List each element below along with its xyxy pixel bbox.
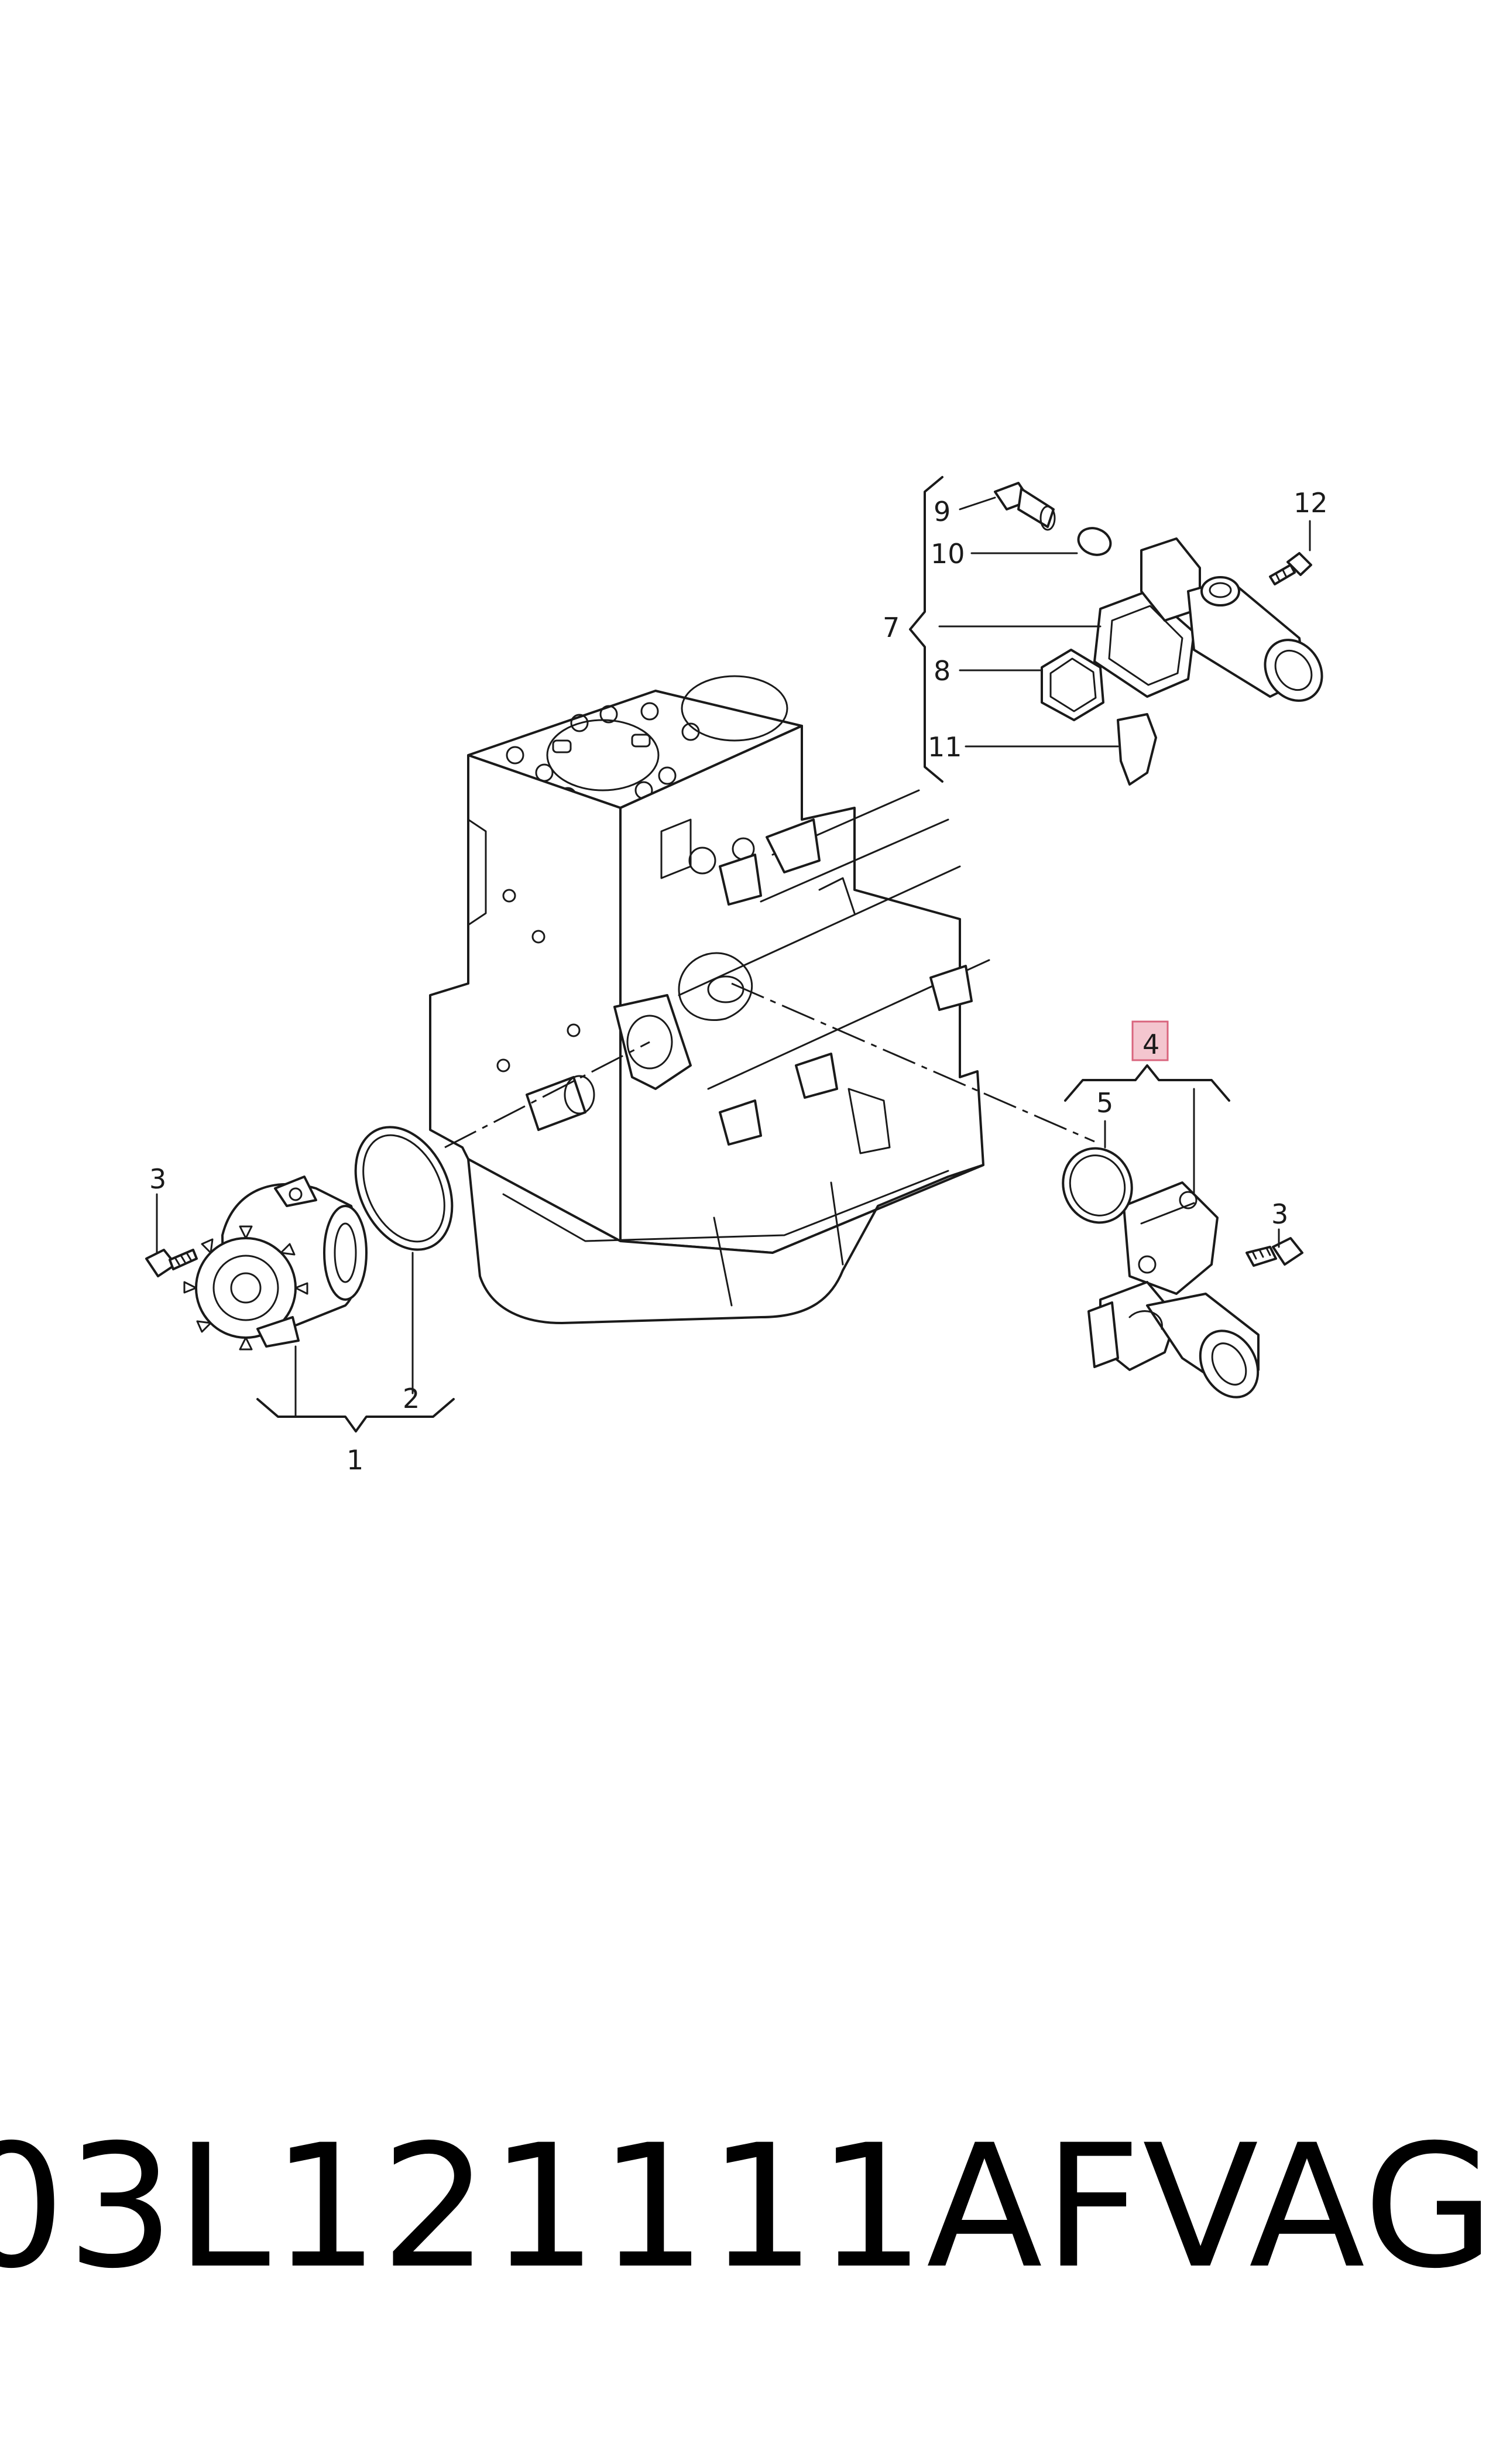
bracket-7	[909, 476, 943, 783]
gasket-part-8	[1041, 649, 1104, 721]
callout-7: 7	[883, 612, 900, 643]
assembly-centerline-pump	[731, 982, 1095, 1143]
gasket-part-11	[1117, 713, 1157, 786]
callout-2: 2	[403, 1383, 420, 1414]
callout-11: 11	[928, 731, 962, 763]
leader-line-9	[959, 496, 996, 510]
coolant-flange-part-7	[1093, 537, 1323, 702]
part-number-caption: 03L121111AF VAG	[0, 2084, 1495, 2330]
exploded-parts-diagram: 1 2 3 4 5 3 7 8 9 10 11 12	[145, 476, 1328, 1476]
callout-4: 4	[1142, 1029, 1159, 1060]
water-pump-part-1	[183, 1176, 368, 1351]
seal-ring-part-10	[1077, 527, 1112, 556]
assembly-centerline-left	[444, 1041, 650, 1149]
engine-block	[429, 675, 990, 1324]
callout-5: 5	[1096, 1087, 1113, 1119]
callout-1: 1	[346, 1444, 363, 1476]
bolt-part-12	[1269, 552, 1312, 585]
callout-3-right: 3	[1271, 1198, 1288, 1230]
highlight-box-4	[1131, 1020, 1169, 1061]
bolt-part-3-left	[145, 1249, 198, 1277]
callout-9: 9	[934, 496, 951, 527]
o-ring-part-5	[1062, 1147, 1133, 1224]
callout-8: 8	[934, 655, 951, 687]
bracket-1	[256, 1398, 455, 1433]
temperature-sensor-part-9	[994, 482, 1056, 531]
o-ring-part-2	[354, 1126, 454, 1251]
callout-3-left: 3	[149, 1163, 166, 1195]
callout-10: 10	[931, 538, 965, 570]
bracket-4	[1064, 1064, 1230, 1102]
bolt-part-3-right	[1245, 1237, 1303, 1267]
callout-12: 12	[1293, 487, 1328, 519]
coolant-flange-part-4	[1087, 1181, 1260, 1399]
part-number: 03L121111AF	[0, 2108, 1142, 2306]
brand-name: VAG	[1142, 2108, 1496, 2306]
